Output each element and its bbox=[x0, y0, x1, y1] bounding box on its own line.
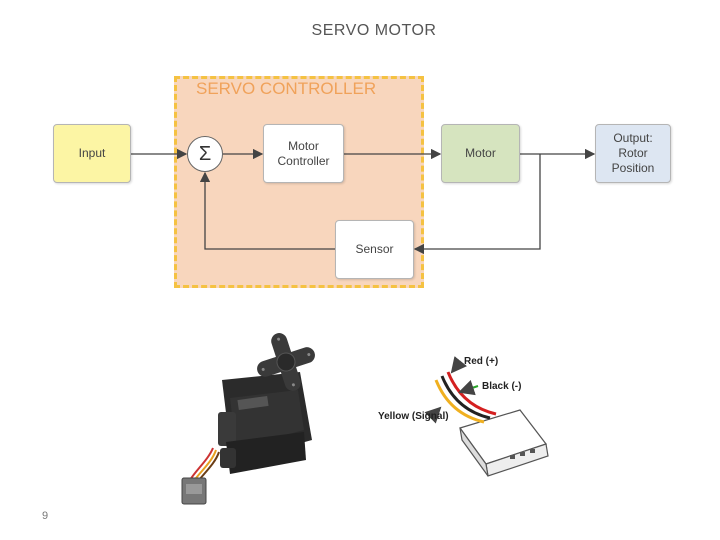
input-block: Input bbox=[53, 124, 131, 183]
red-wire-label: Red (+) bbox=[464, 356, 499, 367]
servo-controller-label: SERVO CONTROLLER bbox=[196, 79, 377, 98]
output-block: Output: Rotor Position bbox=[595, 124, 671, 183]
arrow-sensor-to-sum bbox=[199, 171, 335, 250]
connector-illustration bbox=[424, 356, 549, 477]
sensor-block: Sensor bbox=[335, 220, 414, 279]
motor-block: Motor bbox=[441, 124, 520, 183]
output-block-label: Output: Rotor Position bbox=[611, 131, 655, 175]
input-block-label: Input bbox=[78, 146, 106, 160]
sigma-symbol: Σ bbox=[198, 142, 212, 165]
arrow-feedback-to-sensor bbox=[413, 154, 541, 255]
servo-motor-illustration bbox=[181, 333, 315, 505]
motor-controller-block: Motor Controller bbox=[263, 124, 344, 183]
summing-junction: Σ bbox=[187, 136, 223, 172]
motor-controller-label: Motor Controller bbox=[277, 138, 330, 168]
page-number: 9 bbox=[42, 510, 49, 522]
diagram-title: SERVO MOTOR bbox=[311, 22, 437, 39]
yellow-wire-label: Yellow (Signal) bbox=[378, 411, 449, 422]
sensor-block-label: Sensor bbox=[355, 242, 394, 256]
motor-block-label: Motor bbox=[465, 146, 496, 160]
black-wire-label: Black (-) bbox=[482, 381, 522, 392]
